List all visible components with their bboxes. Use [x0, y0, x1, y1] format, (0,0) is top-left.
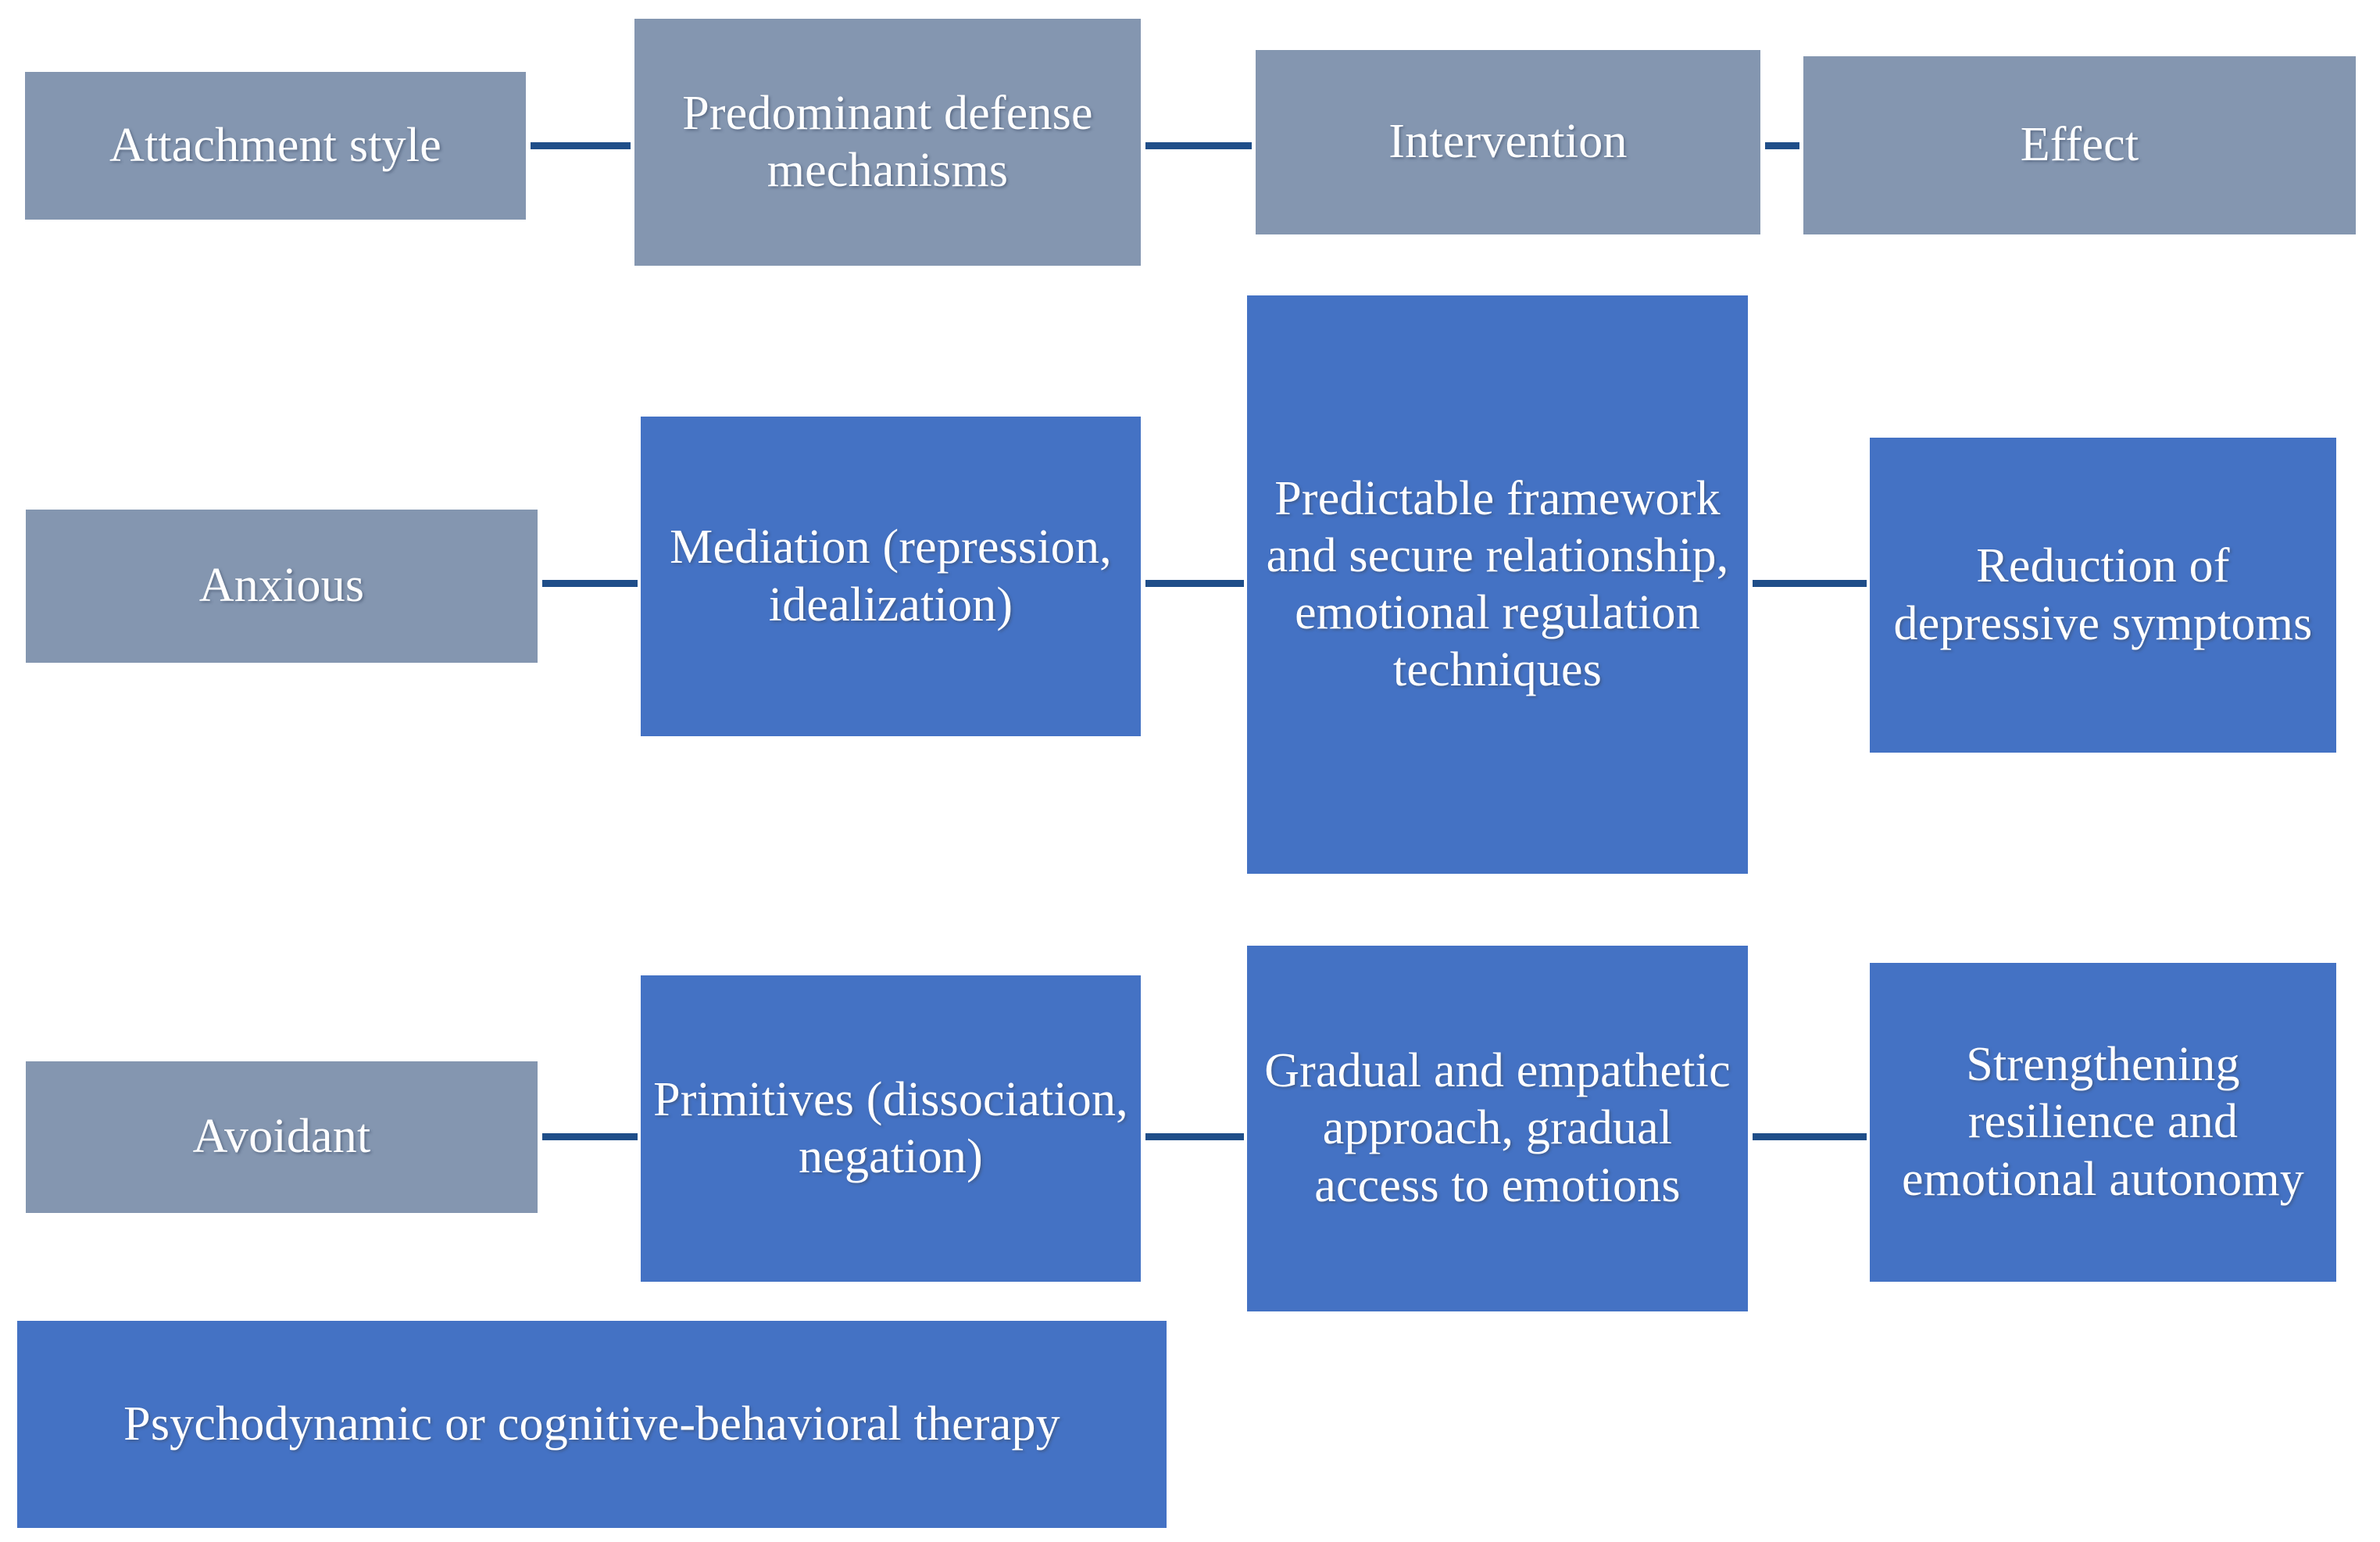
connector-avoidant-3: [1753, 1133, 1867, 1140]
row-anxious-intervention: Predictable framework and secure relatio…: [1247, 295, 1748, 874]
row-avoidant-intervention: Gradual and empathetic approach, gradual…: [1247, 946, 1748, 1311]
row-anxious-defense-mechanisms: Mediation (repression, idealization): [641, 417, 1141, 736]
header-effect: Effect: [1803, 56, 2356, 234]
connector-anxious-1: [542, 580, 638, 587]
row-anxious-effect: Reduction of depressive symptoms: [1870, 438, 2336, 753]
header-predominant-defense-mechanisms: Predominant defense mechanisms: [634, 19, 1141, 266]
row-avoidant-defense-mechanisms: Primitives (dissociation, negation): [641, 975, 1141, 1282]
row-avoidant-attachment-style: Avoidant: [26, 1061, 538, 1213]
connector-header-3: [1765, 142, 1799, 149]
connector-avoidant-1: [542, 1133, 638, 1140]
connector-header-2: [1145, 142, 1252, 149]
connector-anxious-3: [1753, 580, 1867, 587]
connector-header-1: [531, 142, 631, 149]
row-avoidant-effect: Strengthening resilience and emotional a…: [1870, 963, 2336, 1282]
header-attachment-style: Attachment style: [25, 72, 526, 220]
header-intervention: Intervention: [1256, 50, 1760, 234]
footer-therapy-box: Psychodynamic or cognitive-behavioral th…: [17, 1321, 1167, 1528]
row-anxious-attachment-style: Anxious: [26, 510, 538, 663]
connector-anxious-2: [1145, 580, 1244, 587]
connector-avoidant-2: [1145, 1133, 1244, 1140]
